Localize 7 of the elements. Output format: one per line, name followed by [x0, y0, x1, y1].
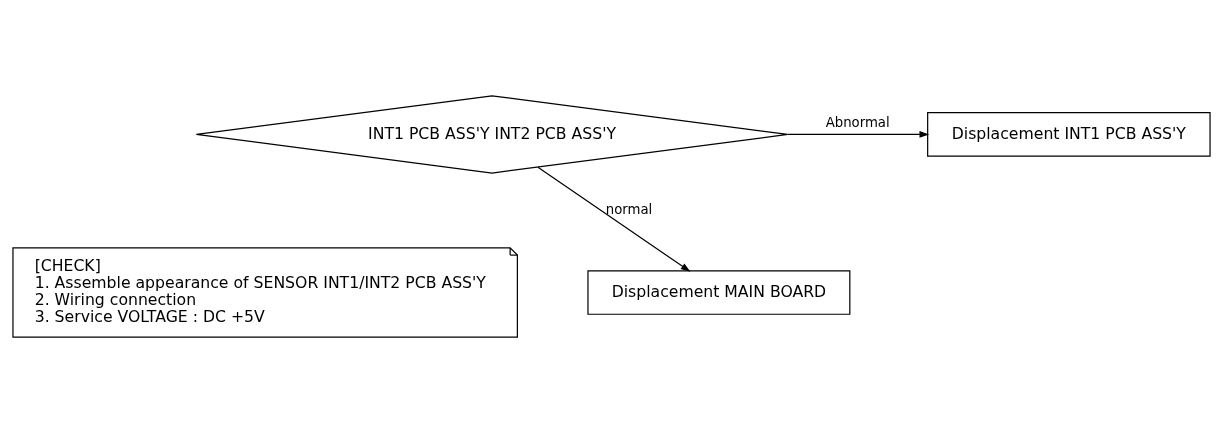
edge-label: normal	[605, 201, 653, 217]
node-diamond: INT1 PCB ASS'Y INT2 PCB ASS'Y	[195, 95, 789, 174]
arrow	[787, 131, 930, 138]
arrow	[537, 166, 691, 272]
node-box: Displacement INT1 PCB ASS'Y	[927, 112, 1211, 157]
node-box: Displacement MAIN BOARD	[587, 270, 851, 315]
edge-label: Abnormal	[825, 114, 890, 130]
